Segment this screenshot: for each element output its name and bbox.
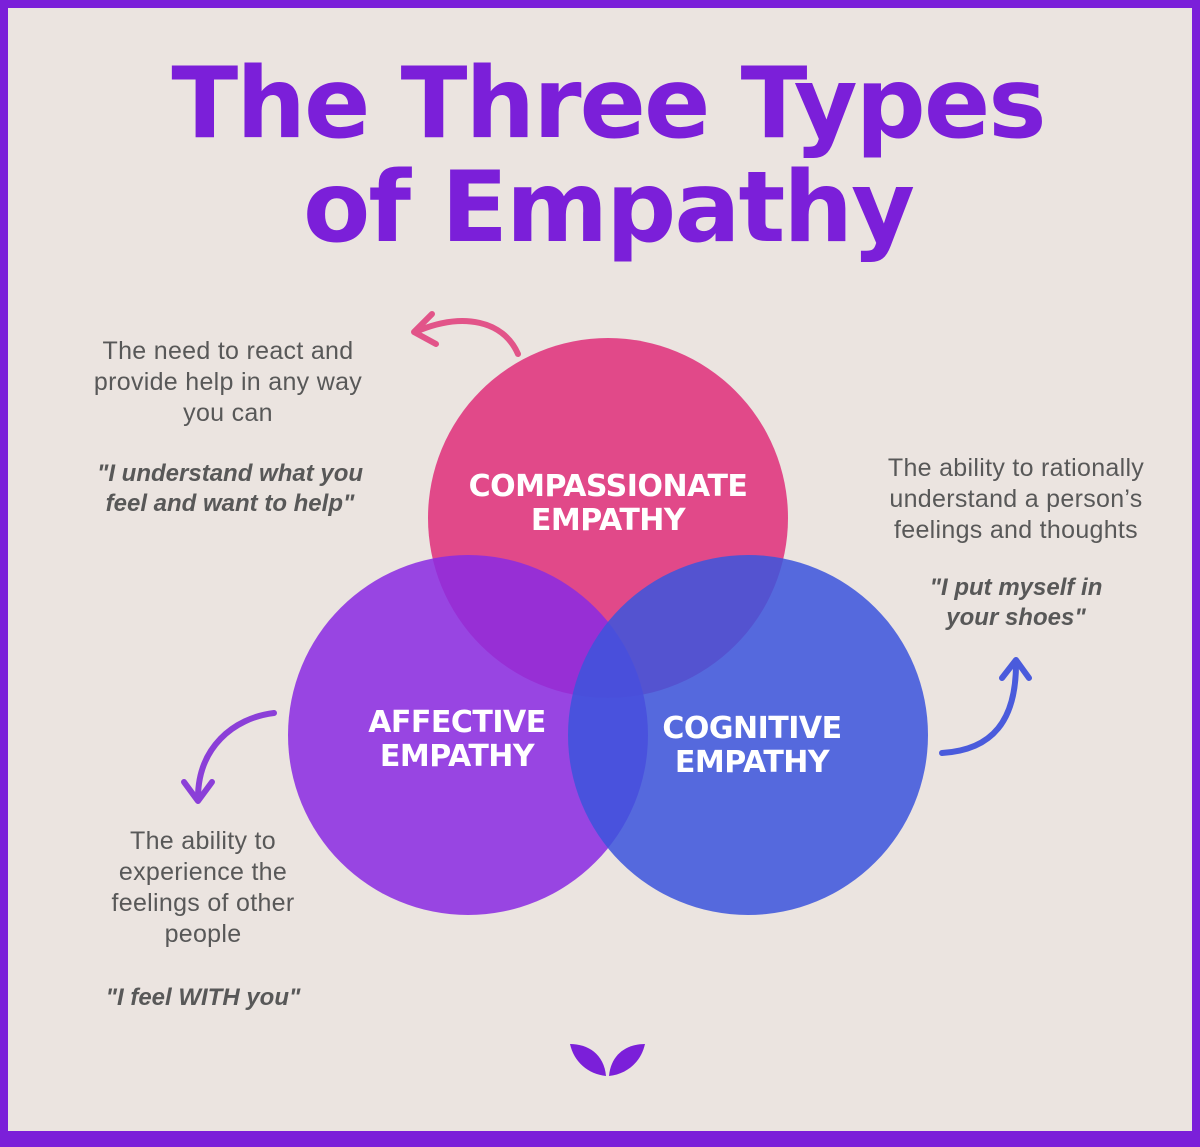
cognitive-quote-line: "I put myself in xyxy=(929,574,1103,601)
cognitive-description-line: feelings and thoughts xyxy=(894,516,1138,544)
compassionate-quote-line: "I understand what you xyxy=(96,460,364,487)
affective-description-line: feelings of other xyxy=(111,889,295,917)
cognitive-circle xyxy=(568,555,928,915)
affective-label: AFFECTIVE EMPATHY xyxy=(327,706,587,774)
cognitive-label-line-2: EMPATHY xyxy=(674,745,830,780)
cognitive-description-line: understand a person’s xyxy=(889,485,1143,513)
venn-circles xyxy=(288,338,928,915)
cognitive-description-line: The ability to rationally xyxy=(887,454,1145,482)
affective-quote-line: "I feel WITH you" xyxy=(105,984,301,1011)
compassionate-label: COMPASSIONATE EMPATHY xyxy=(428,470,788,538)
compassionate-label-line-1: COMPASSIONATE xyxy=(468,469,748,504)
venn-diagram xyxy=(181,311,1032,1076)
compassionate-description-line: The need to react and xyxy=(102,337,354,365)
title-line-1: The Three Types xyxy=(171,47,1046,161)
cognitive-label: COGNITIVE EMPATHY xyxy=(622,712,882,780)
cognitive-description: The ability to rationally understand a p… xyxy=(844,453,1188,546)
compassionate-description: The need to react and provide help in an… xyxy=(48,336,408,429)
affective-label-line-2: EMPATHY xyxy=(379,739,535,774)
butterfly-logo-icon xyxy=(570,1044,645,1076)
affective-description-line: people xyxy=(164,920,242,948)
compassionate-description-line: provide help in any way xyxy=(93,368,363,396)
affective-description: The ability to experience the feelings o… xyxy=(68,826,338,950)
affective-label-line-1: AFFECTIVE xyxy=(368,705,546,740)
cognitive-label-line-1: COGNITIVE xyxy=(662,711,842,746)
affective-description-line: experience the xyxy=(118,858,288,886)
affective-arrow xyxy=(181,710,277,804)
compassionate-description-line: you can xyxy=(183,399,273,427)
cognitive-quote: "I put myself in your shoes" xyxy=(874,573,1158,633)
affective-quote: "I feel WITH you" xyxy=(68,983,338,1013)
cognitive-quote-line: your shoes" xyxy=(946,604,1086,631)
affective-circle xyxy=(288,555,648,915)
cognitive-arrow xyxy=(939,657,1032,756)
compassionate-label-line-2: EMPATHY xyxy=(530,503,686,538)
compassionate-quote-line: feel and want to help" xyxy=(105,490,355,517)
page-title: The Three Types of Empathy xyxy=(8,52,1200,260)
affective-description-line: The ability to xyxy=(130,827,276,855)
compassionate-arrow xyxy=(411,311,521,357)
title-line-2: of Empathy xyxy=(303,151,915,265)
compassionate-quote: "I understand what you feel and want to … xyxy=(48,459,412,519)
